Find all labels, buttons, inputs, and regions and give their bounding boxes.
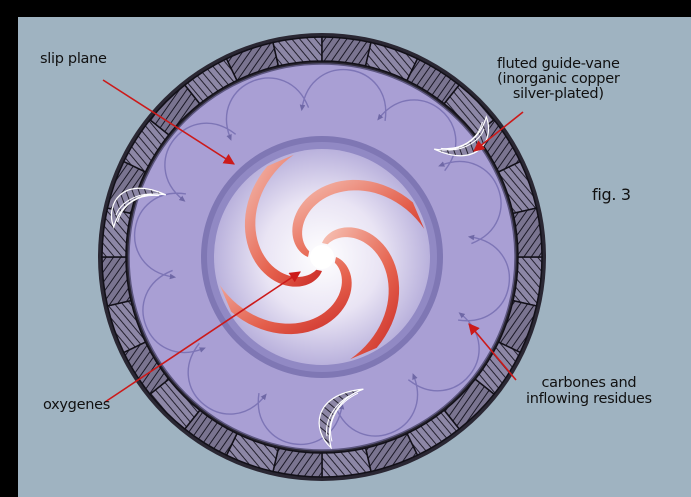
slip-plane-label: slip plane [40,51,107,67]
casing-segment [273,37,322,66]
guide-vane-label: fluted guide-vane (inorganic copper silv… [497,57,620,102]
guide-vane-line-2: (inorganic copper [497,72,620,87]
figure-number-label: fig. 3 [592,187,631,203]
carbones-line-1: carbones and [526,375,652,391]
casing-segment [102,257,131,306]
guide-vane-line-3: silver-plated) [497,87,620,102]
guide-vane-line-1: fluted guide-vane [497,57,620,72]
slip-plane-text: slip plane [40,51,107,67]
casing-segment [513,257,542,306]
casing-segment [322,448,371,477]
oxygenes-label: oxygenes [43,397,110,413]
casing-segment [513,208,542,257]
casing-segment [273,448,322,477]
oxygenes-text: oxygenes [43,397,110,413]
casing-segment [322,37,371,66]
figure-number-text: fig. 3 [592,187,631,203]
carbones-line-2: inflowing residues [526,391,652,407]
vortex-center [310,245,334,269]
carbones-label: carbones and inflowing residues [526,375,652,407]
